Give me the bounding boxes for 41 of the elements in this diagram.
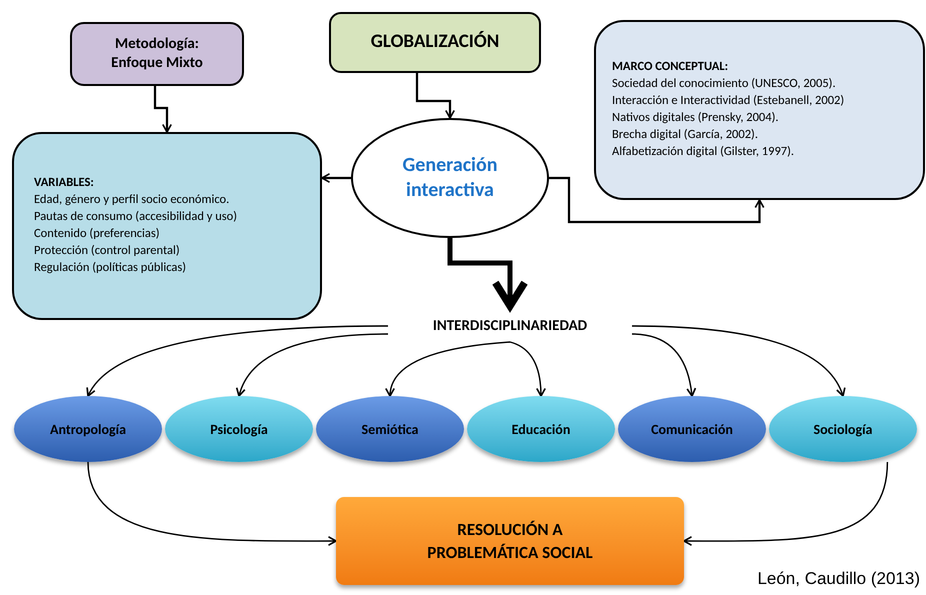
node-label: Antropología [50, 420, 126, 440]
list-item: Brecha digital (García, 2002). [612, 126, 759, 144]
node-label: Educación [512, 420, 570, 440]
node-label: Generación interactiva [402, 153, 498, 203]
arrow [632, 333, 696, 397]
topic-box [329, 12, 541, 73]
node-label: RESOLUCIÓN A PROBLEMÁTICA SOCIAL [426, 518, 594, 564]
list-item: Protección (control parental) [34, 242, 181, 260]
node-label: Metodología: Enfoque Mixto [110, 35, 204, 73]
arrow [510, 341, 546, 397]
node-label: GLOBALIZACIÓN [370, 29, 500, 56]
arrow [448, 238, 528, 310]
arrow [87, 462, 337, 546]
arrow [154, 86, 172, 133]
list-box [594, 20, 925, 200]
result-box [336, 497, 684, 585]
list-heading: VARIABLES: [34, 175, 95, 192]
list-item: Interacción e Interactividad (Estebanell, 2002) [612, 93, 846, 110]
list-heading: MARCO CONCEPTUAL: [612, 59, 730, 76]
list-box [12, 132, 322, 320]
list-item: Pautas de consumo (accesibilidad y uso) [34, 209, 238, 226]
node-label: Sociología [814, 420, 872, 440]
arrow [236, 333, 388, 397]
node-label: Semiótica [362, 420, 418, 440]
list-item: Nativos digitales (Prensky, 2004). [612, 110, 780, 127]
node-label: Comunicación [651, 420, 733, 440]
arrow [632, 325, 845, 397]
list-item: Contenido (preferencias) [34, 226, 161, 243]
list-item: Sociedad del conocimiento (UNESCO, 2005). [612, 76, 837, 94]
arrow [87, 325, 388, 397]
source-note: León, Caudillo (2013) [757, 568, 920, 590]
list-item: Edad, género y perfil socio económico. [34, 192, 230, 210]
list-item: Alfabetización digital (Gilster, 1997). [612, 144, 796, 161]
list-item: Regulación (políticas públicas) [34, 260, 188, 277]
arrow [683, 462, 888, 546]
node-label: Psicología [210, 420, 268, 440]
arrow [549, 176, 764, 224]
arrow [321, 173, 351, 183]
arrow [416, 73, 455, 119]
arrow [386, 341, 510, 397]
method-box [70, 22, 244, 86]
